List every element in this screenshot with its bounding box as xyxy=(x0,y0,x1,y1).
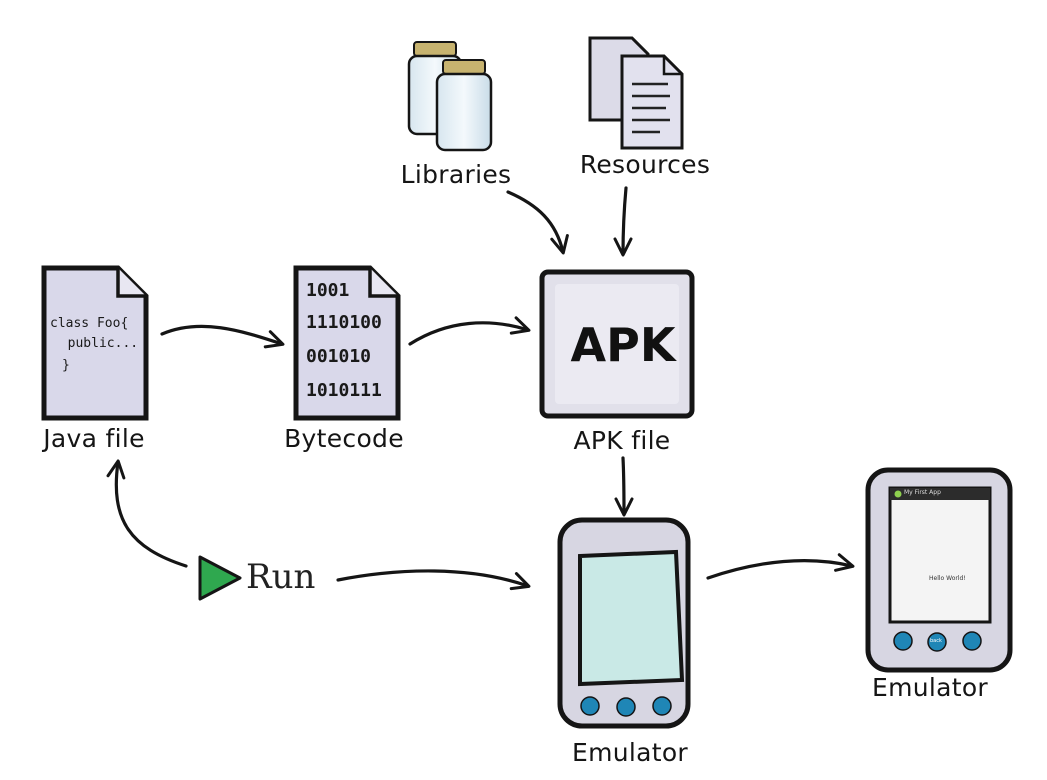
java-code-line: } xyxy=(62,358,70,373)
bytecode-file-icon xyxy=(293,265,401,421)
resources-label: Resources xyxy=(579,150,711,179)
hello-world-text: Hello World! xyxy=(929,575,966,582)
apk-box xyxy=(539,269,695,419)
bytecode-line: 001010 xyxy=(306,346,372,367)
java-code-line: class Foo{ xyxy=(50,316,129,331)
bytecode-line: 1110100 xyxy=(306,312,382,333)
back-button-label: back xyxy=(930,638,942,644)
arrow-emulator-to-running xyxy=(706,553,855,580)
bytecode-label: Bytecode xyxy=(284,424,404,453)
arrow-libraries-to-apk xyxy=(506,190,569,255)
arrow-apk-to-emulator xyxy=(614,456,634,517)
emulator-device-icon xyxy=(557,517,691,729)
bytecode-line: 1001 xyxy=(306,280,350,301)
play-icon xyxy=(198,555,242,601)
java-code-line: public... xyxy=(52,336,139,351)
run-label: Run xyxy=(246,557,316,597)
jars-icon xyxy=(407,41,493,152)
arrow-run-to-emulator xyxy=(336,569,531,591)
arrow-java-to-bytecode xyxy=(160,324,285,349)
arrow-run-to-java xyxy=(106,459,188,568)
java-file-icon xyxy=(41,265,149,421)
app-title: My First App xyxy=(904,489,941,496)
emulator-label-b: Emulator xyxy=(871,673,989,702)
emulator-label-a: Emulator xyxy=(571,738,689,767)
arrow-resources-to-apk xyxy=(613,186,633,257)
libraries-label: Libraries xyxy=(400,160,512,189)
arrow-bytecode-to-apk xyxy=(408,316,531,346)
bytecode-line: 1010111 xyxy=(306,380,382,401)
java-file-label: Java file xyxy=(43,424,145,453)
apk-box-text: APK xyxy=(570,318,676,372)
apk-file-label: APK file xyxy=(573,426,671,455)
documents-icon xyxy=(588,36,684,150)
emulator-running-icon xyxy=(865,467,1013,673)
